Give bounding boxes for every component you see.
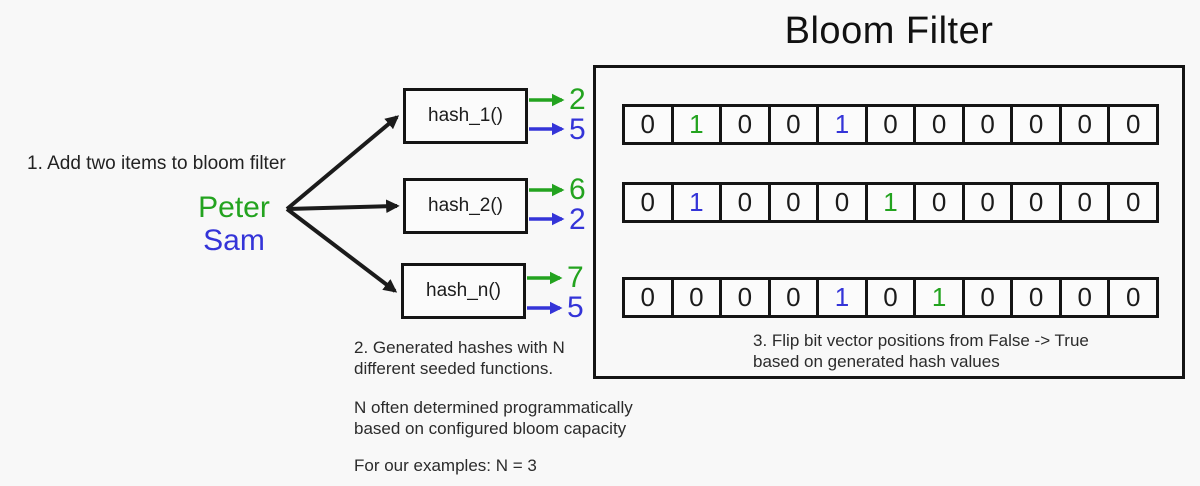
items-block: Peter Sam xyxy=(178,191,290,257)
bit-cell: 0 xyxy=(913,182,965,223)
hash-n-output-value-green: 7 xyxy=(567,261,584,294)
bit-cell: 0 xyxy=(961,104,1014,145)
bit-cell: 0 xyxy=(622,277,674,318)
hash-1-output-value-blue: 5 xyxy=(569,113,586,146)
n-note-line-2: based on configured bloom capacity xyxy=(354,419,627,438)
bit-cell: 0 xyxy=(622,104,674,145)
bit-cell: 0 xyxy=(864,277,917,318)
bit-cell: 1 xyxy=(913,277,965,318)
hash-1-box: hash_1() xyxy=(403,88,528,144)
item-peter: Peter xyxy=(198,191,270,224)
bit-cell: 1 xyxy=(816,104,868,145)
bit-cell: 0 xyxy=(767,182,820,223)
step2-note-line-1: 2. Generated hashes with N xyxy=(354,338,565,357)
diagram-title: Bloom Filter xyxy=(784,10,994,52)
bit-cell: 0 xyxy=(961,277,1014,318)
bit-cell: 1 xyxy=(670,182,723,223)
arrow-items-to-hash-1 xyxy=(285,115,400,211)
arrow-items-to-hash-n xyxy=(285,207,398,293)
item-sam: Sam xyxy=(203,224,265,257)
hash-2-output-value-blue: 2 xyxy=(569,203,586,236)
bit-cell: 0 xyxy=(1010,277,1062,318)
bit-cell: 0 xyxy=(719,277,771,318)
bit-cell: 0 xyxy=(864,104,917,145)
hash-1-label: hash_1() xyxy=(428,105,503,126)
bit-cell: 0 xyxy=(719,182,771,223)
bit-cell: 0 xyxy=(1010,104,1062,145)
bit-cell: 1 xyxy=(864,182,917,223)
step1-label: 1. Add two items to bloom filter xyxy=(27,153,286,174)
step3-note-line-2: based on generated hash values xyxy=(753,352,1000,371)
bit-cell: 0 xyxy=(719,104,771,145)
n-determination-note: N often determined programmatically base… xyxy=(354,397,633,439)
hash-1-output-value-green: 2 xyxy=(569,83,586,116)
bit-cell: 0 xyxy=(913,104,965,145)
bit-cell: 0 xyxy=(961,182,1014,223)
bit-cell: 0 xyxy=(622,182,674,223)
bit-cell: 0 xyxy=(1010,182,1062,223)
bit-cell: 0 xyxy=(767,104,820,145)
bit-cell: 0 xyxy=(767,277,820,318)
hash-n-box: hash_n() xyxy=(401,263,526,319)
bit-cell: 0 xyxy=(1058,182,1111,223)
bloom-filter-box xyxy=(593,65,1185,379)
bit-cell: 1 xyxy=(670,104,723,145)
step2-note-line-2: different seeded functions. xyxy=(354,359,554,378)
examples-note: For our examples: N = 3 xyxy=(354,456,537,475)
step3-note: 3. Flip bit vector positions from False … xyxy=(753,330,1089,372)
bit-cell: 0 xyxy=(1107,182,1160,223)
step3-note-line-1: 3. Flip bit vector positions from False … xyxy=(753,331,1089,350)
hash-n-label: hash_n() xyxy=(426,280,501,301)
bit-cell: 1 xyxy=(816,277,868,318)
bit-cell: 0 xyxy=(816,182,868,223)
hash-2-box: hash_2() xyxy=(403,178,528,234)
bit-cell: 0 xyxy=(670,277,723,318)
bit-cell: 0 xyxy=(1107,277,1160,318)
arrow-items-to-hash-2 xyxy=(286,199,400,214)
step2-note: 2. Generated hashes with N different see… xyxy=(354,337,565,379)
hash-2-output-value-green: 6 xyxy=(569,173,586,206)
hash-2-label: hash_2() xyxy=(428,195,503,216)
n-note-line-1: N often determined programmatically xyxy=(354,398,633,417)
bit-cell: 0 xyxy=(1058,277,1111,318)
bit-cell: 0 xyxy=(1107,104,1160,145)
hash-n-output-value-blue: 5 xyxy=(567,291,584,324)
bit-cell: 0 xyxy=(1058,104,1111,145)
